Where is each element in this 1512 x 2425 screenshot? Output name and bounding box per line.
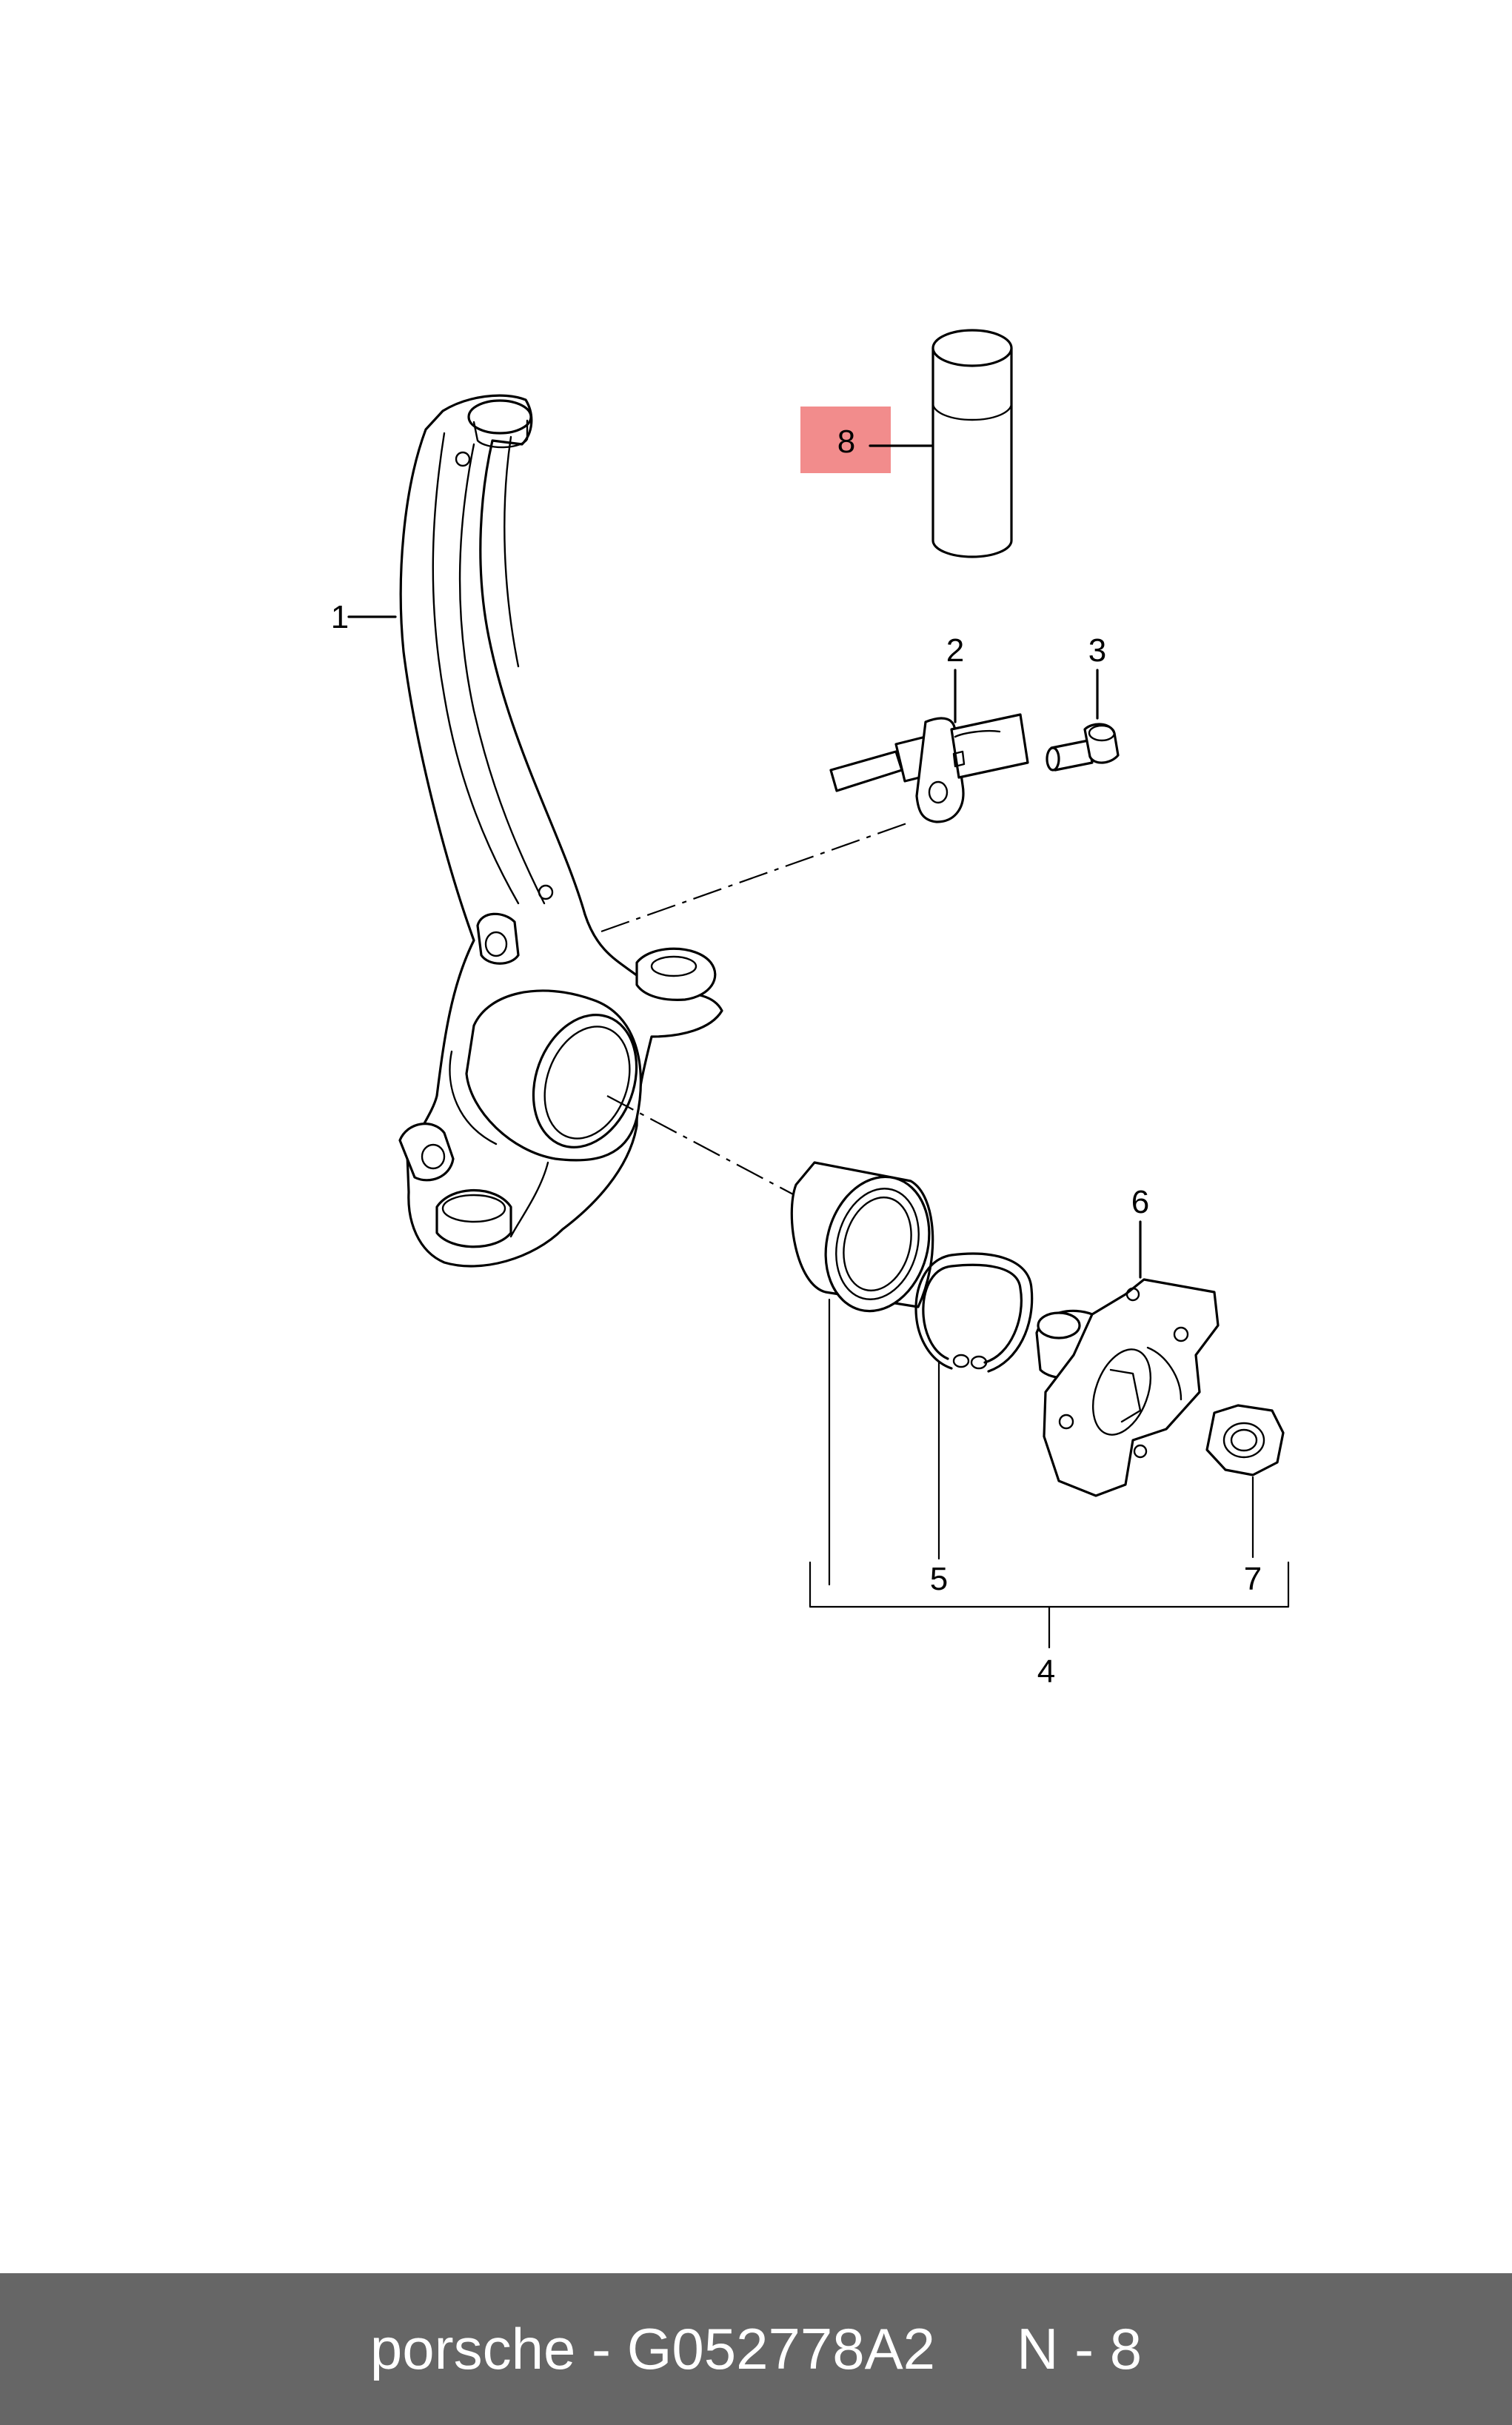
part-6-wheel-hub <box>1035 1278 1220 1497</box>
label-7[interactable]: 7 <box>1244 1561 1262 1597</box>
label-4[interactable]: 4 <box>1037 1653 1055 1690</box>
label-3[interactable]: 3 <box>1088 632 1106 669</box>
part-8-highlight <box>800 407 891 473</box>
part-8-cylinder <box>931 329 1013 558</box>
label-6[interactable]: 6 <box>1131 1184 1149 1220</box>
part-4-bracket <box>809 1561 1290 1649</box>
label-2[interactable]: 2 <box>946 632 964 669</box>
part-2-abs-sensor <box>829 713 1029 823</box>
footer-brand-part-number: porsche - G052778A2 <box>369 2316 936 2381</box>
part-4-wheel-bearing <box>790 1161 934 1313</box>
label-1[interactable]: 1 <box>331 599 349 635</box>
part-5-circlip <box>914 1252 1034 1373</box>
part-3-bolt <box>1046 723 1120 772</box>
parts-diagram: 8 1 <box>331 329 1290 1690</box>
label-8[interactable]: 8 <box>837 424 855 460</box>
footer-position-code: N - 8 <box>1017 2316 1143 2381</box>
part-1-knuckle <box>398 394 723 1268</box>
label-5[interactable]: 5 <box>930 1561 948 1597</box>
alignment-line-hub <box>606 1095 797 1197</box>
alignment-line-sensor <box>601 820 911 933</box>
footer-bar: porsche - G052778A2 N - 8 <box>0 2273 1512 2425</box>
part-7-nut <box>1205 1404 1285 1476</box>
